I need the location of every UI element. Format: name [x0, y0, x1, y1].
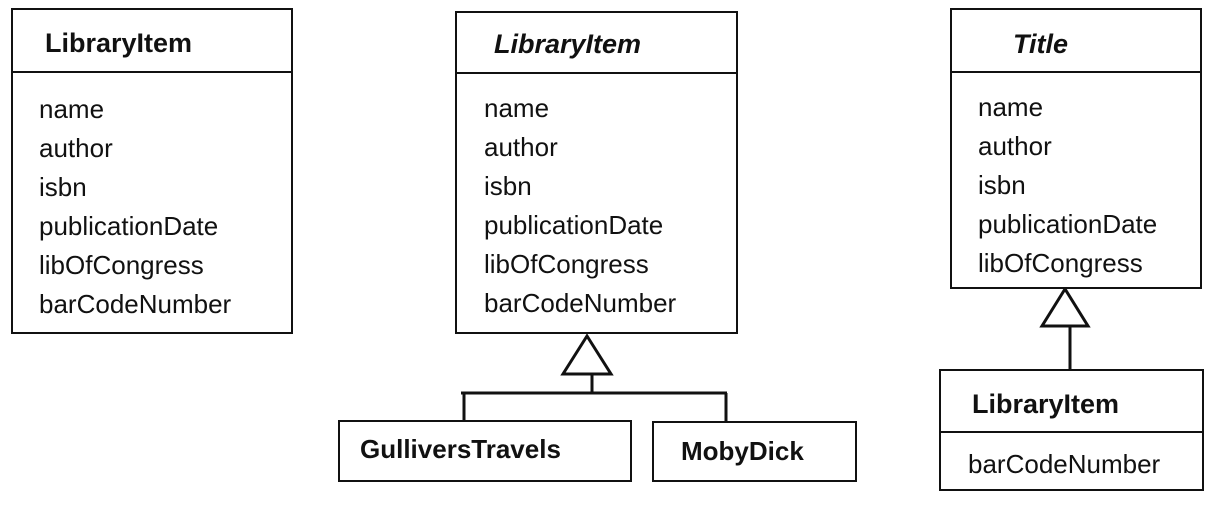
- attribute: name: [484, 93, 550, 123]
- attribute-list: name author isbn publicationDate libOfCo…: [952, 73, 1200, 283]
- attribute: author: [978, 131, 1052, 161]
- attribute: publicationDate: [978, 209, 1158, 239]
- attribute: name: [39, 94, 105, 124]
- attribute: isbn: [978, 170, 1026, 200]
- inheritance-arrowhead: [1039, 286, 1091, 328]
- class-box-gulliverstravels: GulliversTravels: [338, 420, 632, 482]
- attribute: barCodeNumber: [484, 288, 677, 318]
- class-box-libraryitem-abstract: LibraryItem name author isbn publication…: [455, 11, 738, 334]
- inheritance-arrowhead: [560, 333, 614, 376]
- attribute: name: [978, 92, 1044, 122]
- attribute: publicationDate: [484, 210, 664, 240]
- attribute: libOfCongress: [484, 249, 649, 279]
- attribute: publicationDate: [39, 211, 219, 241]
- attribute-list: name author isbn publicationDate libOfCo…: [457, 74, 736, 323]
- class-name: Title: [952, 10, 1200, 73]
- class-box-mobydick: MobyDick: [652, 421, 857, 482]
- attribute-list: name author isbn publicationDate libOfCo…: [13, 73, 291, 324]
- class-box-title: Title name author isbn publicationDate l…: [950, 8, 1202, 289]
- class-name: LibraryItem: [941, 371, 1202, 433]
- class-name: LibraryItem: [457, 13, 736, 74]
- class-name: LibraryItem: [13, 10, 291, 73]
- attribute: author: [39, 133, 113, 163]
- attribute: libOfCongress: [978, 248, 1143, 278]
- class-name: GulliversTravels: [360, 434, 561, 464]
- class-box-libraryitem-subclass: LibraryItem barCodeNumber: [939, 369, 1204, 491]
- class-box-libraryitem: LibraryItem name author isbn publication…: [11, 8, 293, 334]
- attribute: isbn: [484, 171, 532, 201]
- attribute: barCodeNumber: [39, 289, 232, 319]
- attribute: barCodeNumber: [968, 449, 1161, 479]
- attribute: isbn: [39, 172, 87, 202]
- attribute-list: barCodeNumber: [941, 433, 1202, 484]
- class-name: MobyDick: [681, 436, 804, 466]
- attribute: author: [484, 132, 558, 162]
- attribute: libOfCongress: [39, 250, 204, 280]
